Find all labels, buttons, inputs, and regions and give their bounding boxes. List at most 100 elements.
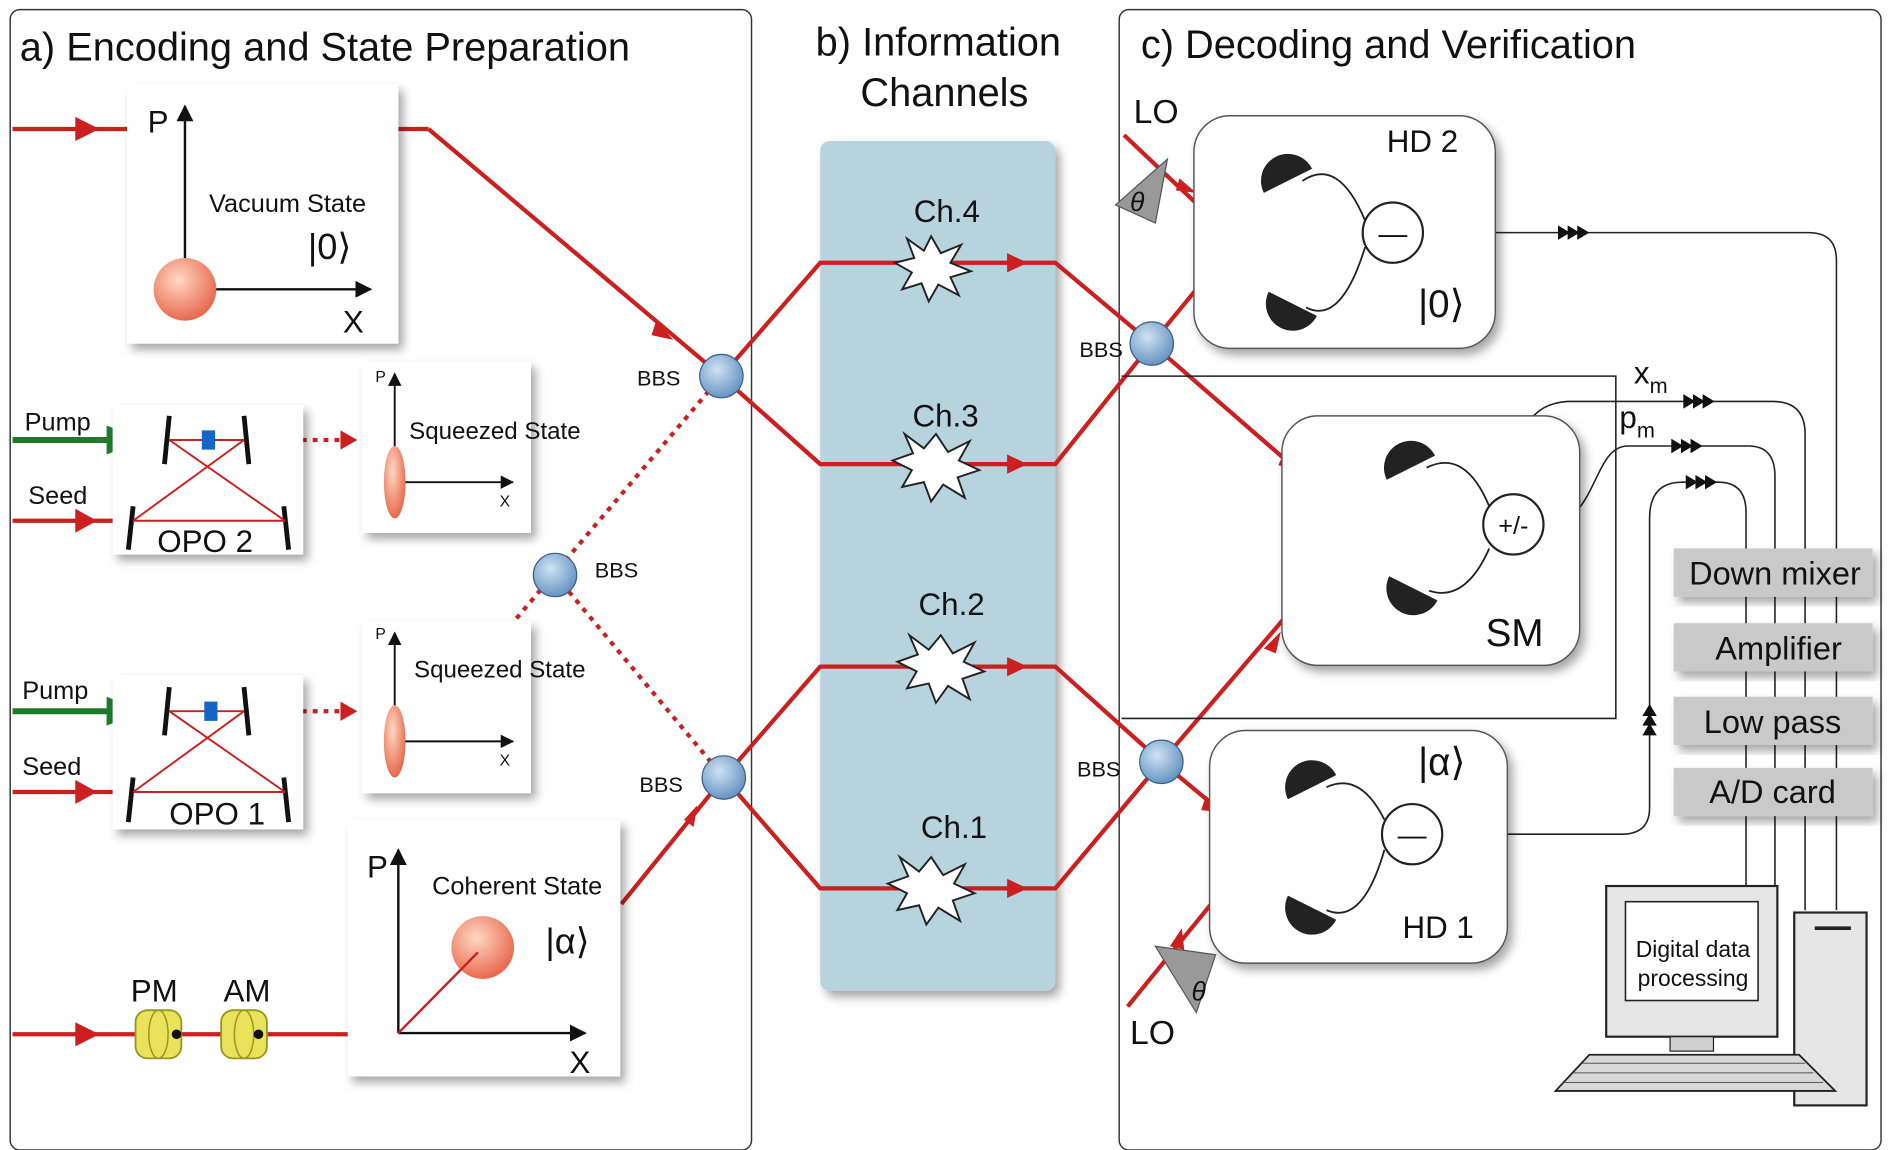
- lo-label-bottom: LO: [1130, 1014, 1175, 1052]
- photodiode-icon: [1285, 760, 1337, 800]
- beamsplitter-middle: [532, 552, 578, 598]
- opo1-box: OPO 1: [112, 675, 304, 832]
- bbs-label: BBS: [595, 557, 638, 582]
- nonlinear-crystal: [204, 701, 218, 721]
- computer-icon: Digital data processing: [1553, 884, 1868, 1107]
- hd1-minus: —: [1398, 820, 1427, 852]
- photodiode-icon: [1383, 440, 1436, 480]
- vacuum-axis-p: P: [148, 105, 169, 140]
- hd2-minus: —: [1378, 219, 1407, 251]
- channel-band: [820, 141, 1056, 991]
- vacuum-axis-x: X: [343, 305, 364, 340]
- sm-op: +/-: [1498, 512, 1528, 540]
- signal-chevrons: [1557, 225, 1718, 736]
- hd1-ket: |α⟩: [1418, 741, 1465, 784]
- panel-a-title: a) Encoding and State Preparation: [20, 25, 630, 69]
- opo2-seed-label: Seed: [28, 482, 87, 510]
- phase-shifter-top: θ: [1114, 157, 1169, 224]
- panel-b-title-line2: Channels: [860, 71, 1028, 115]
- bbs-label: BBS: [637, 366, 680, 391]
- am-label: AM: [224, 974, 271, 1009]
- sum-difference-icon: [1482, 493, 1545, 556]
- coherent-axis-x: X: [570, 1045, 591, 1080]
- squeezed-state-blob: [383, 705, 406, 778]
- ad-card-box: [1673, 767, 1873, 817]
- beamsplitter-right-upper: [1129, 321, 1175, 366]
- photodiode-icon: [1285, 895, 1337, 935]
- coherent-state-title: Coherent State: [432, 872, 602, 900]
- panel-c-frame: [1118, 8, 1882, 1150]
- amplifier-box: [1673, 623, 1873, 672]
- squeezed2-axis-p: P: [375, 369, 385, 386]
- phase-modulator: [134, 1009, 183, 1060]
- hd2-label: HD 2: [1387, 124, 1458, 159]
- coherent-state-ket: |α⟩: [545, 921, 589, 962]
- squeezed1-axis-x: X: [500, 752, 511, 769]
- opo2-pump-label: Pump: [25, 408, 91, 436]
- electronics-label: Down mixer: [1689, 556, 1861, 592]
- vacuum-state-box: P X Vacuum State |0⟩: [127, 84, 399, 344]
- squeezed2-title: Squeezed State: [409, 418, 580, 445]
- lo-label-top: LO: [1134, 93, 1179, 131]
- beamsplitter-right-lower: [1139, 739, 1184, 785]
- homodyne-detector-hd2: — HD 2 |0⟩: [1193, 114, 1497, 350]
- panel-b-title-line1: b) Information: [816, 20, 1061, 64]
- electronics-label: Amplifier: [1715, 630, 1842, 666]
- panel-a-frame: [9, 8, 753, 1150]
- squeezed2-axis-x: X: [500, 493, 511, 510]
- subtractor-icon: [1380, 802, 1444, 866]
- subtractor-icon: [1361, 201, 1425, 264]
- squeezed1-axis-p: P: [375, 626, 385, 643]
- beamsplitter-upper: [699, 353, 744, 399]
- photodiode-icon: [1260, 153, 1313, 193]
- squeezed1-title: Squeezed State: [414, 656, 585, 683]
- computer-line2: processing: [1638, 965, 1749, 991]
- squeezed-state-box-2: P X Squeezed State: [362, 361, 581, 533]
- low-pass-box: [1673, 696, 1873, 745]
- noise-burst-icon: [890, 430, 982, 504]
- computer-line1: Digital data: [1636, 936, 1751, 962]
- simultaneous-measurement-sm: +/- SM: [1281, 415, 1581, 667]
- coherent-axis-p: P: [367, 850, 388, 885]
- bbs-label: BBS: [1077, 756, 1120, 781]
- vacuum-state-blob: [153, 257, 217, 321]
- theta-label: θ: [1192, 977, 1207, 1007]
- hd2-ket: |0⟩: [1418, 283, 1465, 326]
- squeezed-state-blob: [383, 446, 406, 519]
- opo2-label: OPO 2: [157, 524, 253, 559]
- pm-output-label: pm: [1619, 400, 1655, 443]
- channel-label: Ch.1: [921, 810, 987, 845]
- channel-noise: [885, 234, 987, 927]
- vacuum-state-ket: |0⟩: [308, 226, 352, 267]
- electronics-stack: Down mixer Amplifier Low pass A/D card: [1673, 548, 1873, 817]
- photodiode-icon: [1386, 576, 1438, 616]
- theta-label: θ: [1130, 187, 1145, 217]
- pm-label: PM: [131, 974, 178, 1009]
- electronics-label: Low pass: [1704, 704, 1841, 740]
- channel-label: Ch.4: [914, 194, 980, 229]
- hd1-label: HD 1: [1402, 910, 1473, 945]
- coherent-state-box: P X Coherent State |α⟩: [347, 819, 621, 1080]
- panel-c-title: c) Decoding and Verification: [1141, 23, 1636, 67]
- bbs-label: BBS: [639, 772, 682, 797]
- electronics-label: A/D card: [1709, 774, 1836, 810]
- beamsplitter-lower: [701, 755, 747, 800]
- opo1-pump-label: Pump: [22, 677, 88, 705]
- channel-label: Ch.3: [913, 399, 979, 434]
- nonlinear-crystal: [201, 430, 216, 450]
- opo2-box: OPO 2: [112, 405, 304, 559]
- noise-burst-icon: [885, 854, 978, 927]
- vacuum-state-title: Vacuum State: [209, 190, 366, 218]
- down-mixer-box: [1673, 548, 1873, 597]
- bbs-label: BBS: [1079, 337, 1122, 362]
- sm-label: SM: [1486, 612, 1544, 655]
- xm-label: xm: [1634, 355, 1668, 398]
- squeezed-state-box-1: P X Squeezed State: [362, 620, 585, 794]
- channel-label: Ch.2: [919, 587, 985, 622]
- amplitude-modulator: [220, 1009, 268, 1060]
- opo1-label: OPO 1: [169, 797, 265, 832]
- phase-shifter-bottom: θ: [1154, 945, 1217, 1014]
- homodyne-detector-hd1: — HD 1 |α⟩: [1208, 729, 1509, 964]
- opo1-seed-label: Seed: [22, 753, 81, 781]
